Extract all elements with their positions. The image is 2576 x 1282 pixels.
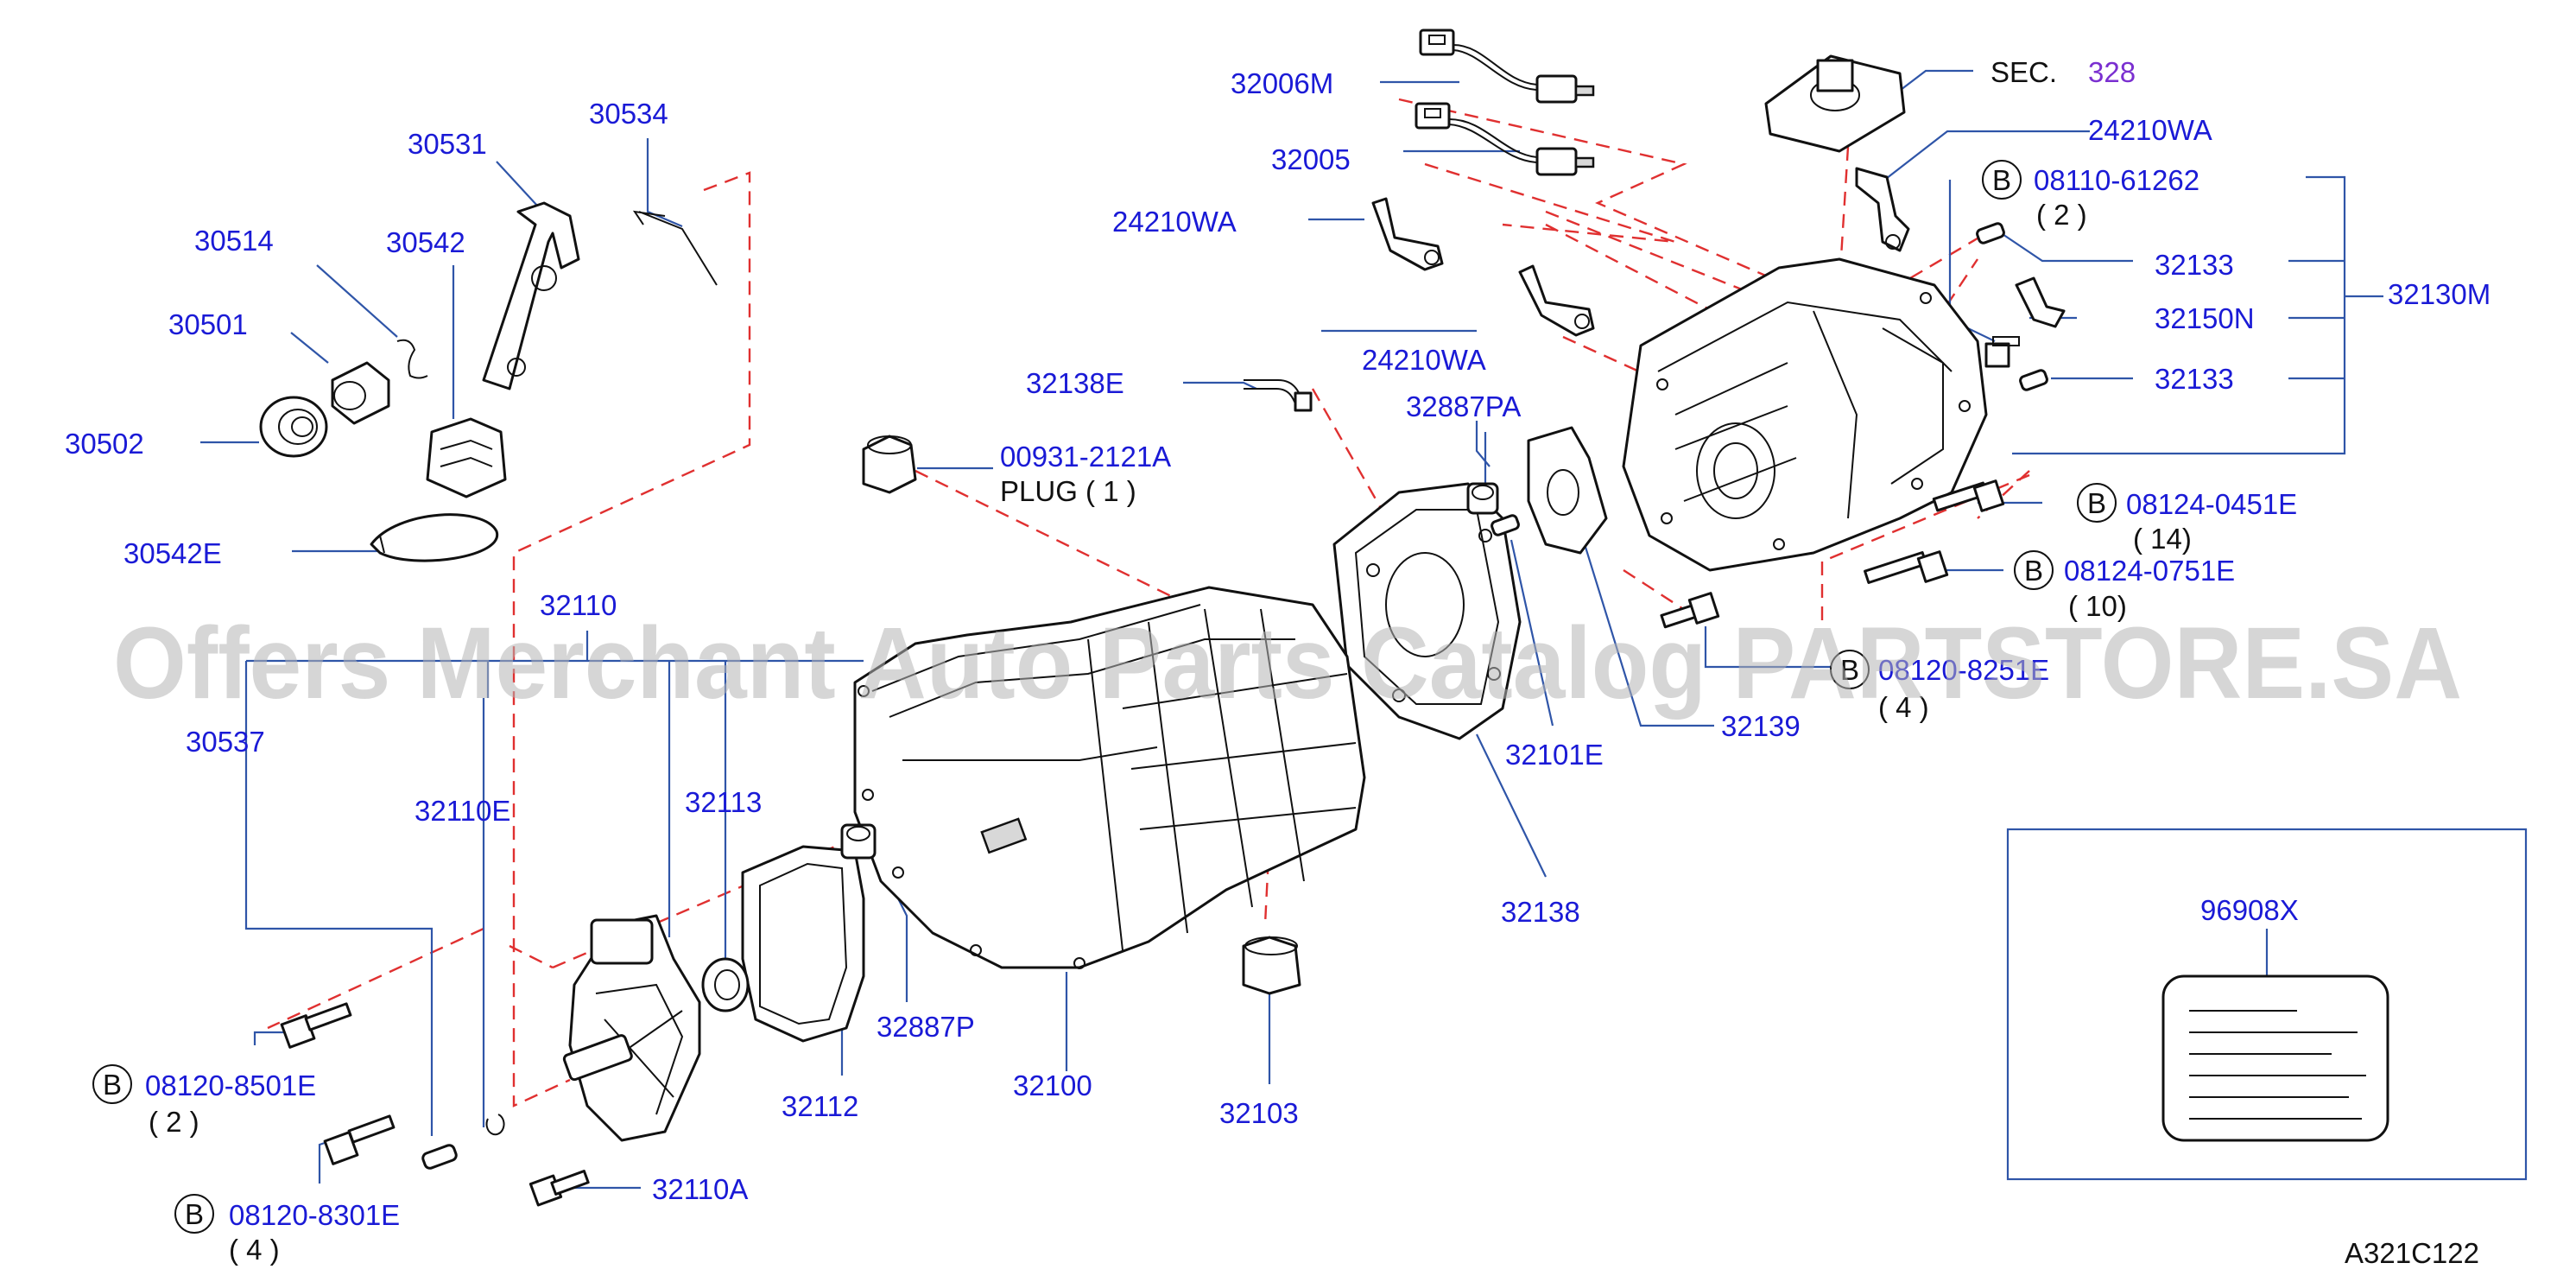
- bushing-32887PA: [1466, 482, 1499, 515]
- label-32100: 32100: [1013, 1069, 1092, 1101]
- label-24210WA: 24210WA: [1112, 206, 1237, 238]
- bolt-markers: B B B B B B: [92, 160, 2117, 1234]
- release-bearing-30502: [259, 396, 328, 458]
- bolt-marker-b: B: [185, 1198, 204, 1230]
- label-32110: 32110: [540, 589, 617, 621]
- label-32110E: 32110E: [415, 795, 510, 827]
- label-08120-8251E: 08120-8251E: [1878, 654, 2049, 686]
- bushing-32887P: [840, 823, 877, 860]
- label-qty: ( 4 ): [1878, 691, 1929, 723]
- label-32101E: 32101E: [1505, 739, 1604, 771]
- label-32006M: 32006M: [1231, 67, 1333, 99]
- label-32133: 32133: [2155, 363, 2234, 395]
- label-32138: 32138: [1501, 896, 1580, 928]
- adapter-plate-32138: [1332, 482, 1522, 740]
- label-08120-8301E: 08120-8301E: [229, 1199, 400, 1231]
- bolt-marker-b: B: [1992, 164, 2011, 196]
- label-sec-328: 328: [2088, 56, 2136, 88]
- label-qty: ( 2 ): [2036, 199, 2087, 231]
- label-00931-2121A: 00931-2121A: [1000, 441, 1171, 473]
- label-qty: ( 10): [2068, 590, 2127, 622]
- label-08124-0451E: 08124-0451E: [2126, 488, 2297, 520]
- diagram-code: A321C122: [2345, 1237, 2479, 1269]
- label-30534: 30534: [589, 98, 668, 130]
- oil-seal-32113: [701, 957, 750, 1012]
- label-qty: ( 2 ): [149, 1106, 199, 1138]
- dust-boot-30542: [426, 417, 507, 498]
- leader-lines: [200, 69, 2383, 1190]
- label-30537: 30537: [186, 726, 265, 758]
- label-sec: SEC.: [1991, 56, 2057, 88]
- bolt-08120-8501E: [280, 1002, 352, 1049]
- label-qty: ( 14): [2133, 523, 2192, 555]
- label-30502: 30502: [65, 428, 144, 460]
- bolt-marker-b: B: [2087, 487, 2106, 519]
- label-32113: 32113: [685, 786, 762, 818]
- label-32112: 32112: [782, 1090, 858, 1122]
- release-fork-30531: [482, 201, 580, 390]
- bracket-24210WA-b: [1518, 264, 1595, 337]
- bracket-24210WA-c: [1855, 167, 1910, 252]
- plug-32103: [1242, 936, 1301, 995]
- label-32138E: 32138E: [1026, 367, 1124, 399]
- label-24210WA: 24210WA: [2088, 114, 2212, 146]
- spring-clip-30514: [396, 339, 428, 379]
- label-32005: 32005: [1271, 143, 1351, 175]
- label-08110-61262: 08110-61262: [2034, 164, 2199, 196]
- part-labels: 30531 30534 30514 30542 30501 30502 3054…: [65, 56, 2491, 1269]
- label-96908X: 96908X: [2200, 894, 2299, 926]
- bolt-08124-0751E: [1864, 550, 1949, 584]
- snap-ring-32110E: [485, 1114, 505, 1136]
- front-cover-32110: [562, 914, 701, 1142]
- bracket-24210WA-a: [1371, 197, 1444, 271]
- transmission-case-32100: [853, 586, 1366, 969]
- band-30542E: [370, 513, 498, 562]
- fork-spring-30534: [632, 210, 718, 286]
- bolt-08120-8301E: [323, 1114, 396, 1165]
- label-32103: 32103: [1219, 1097, 1299, 1129]
- gasket-32139: [1527, 426, 1608, 555]
- label-30542: 30542: [386, 226, 465, 258]
- bolt-08120-8251E: [1660, 592, 1720, 629]
- watermark-text: Offers Merchant Auto Parts Catalog PARTS…: [113, 606, 2462, 720]
- bolt-marker-b: B: [2024, 555, 2043, 587]
- label-qty: ( 4 ): [229, 1234, 280, 1266]
- label-32133: 32133: [2155, 249, 2234, 281]
- dowel-32133a: [1976, 222, 2005, 244]
- sensor-32006M: [1419, 29, 1595, 104]
- bolt-08124-0451E: [1932, 479, 2005, 512]
- vent-tube-32138E: [1244, 379, 1313, 412]
- label-30531: 30531: [408, 128, 487, 160]
- bolt-32110A: [528, 1170, 590, 1207]
- bolt-marker-b: B: [103, 1069, 122, 1101]
- label-32130M: 32130M: [2388, 278, 2491, 310]
- label-96908X-box: [2006, 828, 2528, 1181]
- bearing-sleeve-30501: [331, 361, 390, 425]
- label-32887PA: 32887PA: [1406, 390, 1521, 422]
- pin-30537: [421, 1144, 458, 1170]
- label-30514: 30514: [194, 225, 274, 257]
- gasket-32112: [741, 845, 865, 1043]
- label-08124-0751E: 08124-0751E: [2064, 555, 2235, 587]
- clip-32150N: [2015, 276, 2066, 328]
- bolt-marker-b: B: [1840, 654, 1859, 686]
- label-24210WA: 24210WA: [1362, 344, 1486, 376]
- label-32150N: 32150N: [2155, 302, 2255, 334]
- dowel-32133b: [2019, 369, 2048, 391]
- switch-32005: [1415, 102, 1595, 176]
- label-32887P: 32887P: [877, 1011, 975, 1043]
- bolt-08110-61262: [1984, 336, 2020, 368]
- label-08120-8501E: 08120-8501E: [145, 1069, 316, 1101]
- plug-00931-2121A: [862, 435, 917, 494]
- label-32110A: 32110A: [652, 1173, 748, 1205]
- label-plug: PLUG ( 1 ): [1000, 475, 1136, 507]
- sec-328-cover: [1764, 54, 1906, 153]
- extension-housing-32130M: [1622, 257, 1988, 572]
- label-30542E: 30542E: [123, 537, 222, 569]
- dowel-32101E: [1491, 514, 1520, 536]
- label-30501: 30501: [168, 308, 248, 340]
- label-32139: 32139: [1721, 710, 1801, 742]
